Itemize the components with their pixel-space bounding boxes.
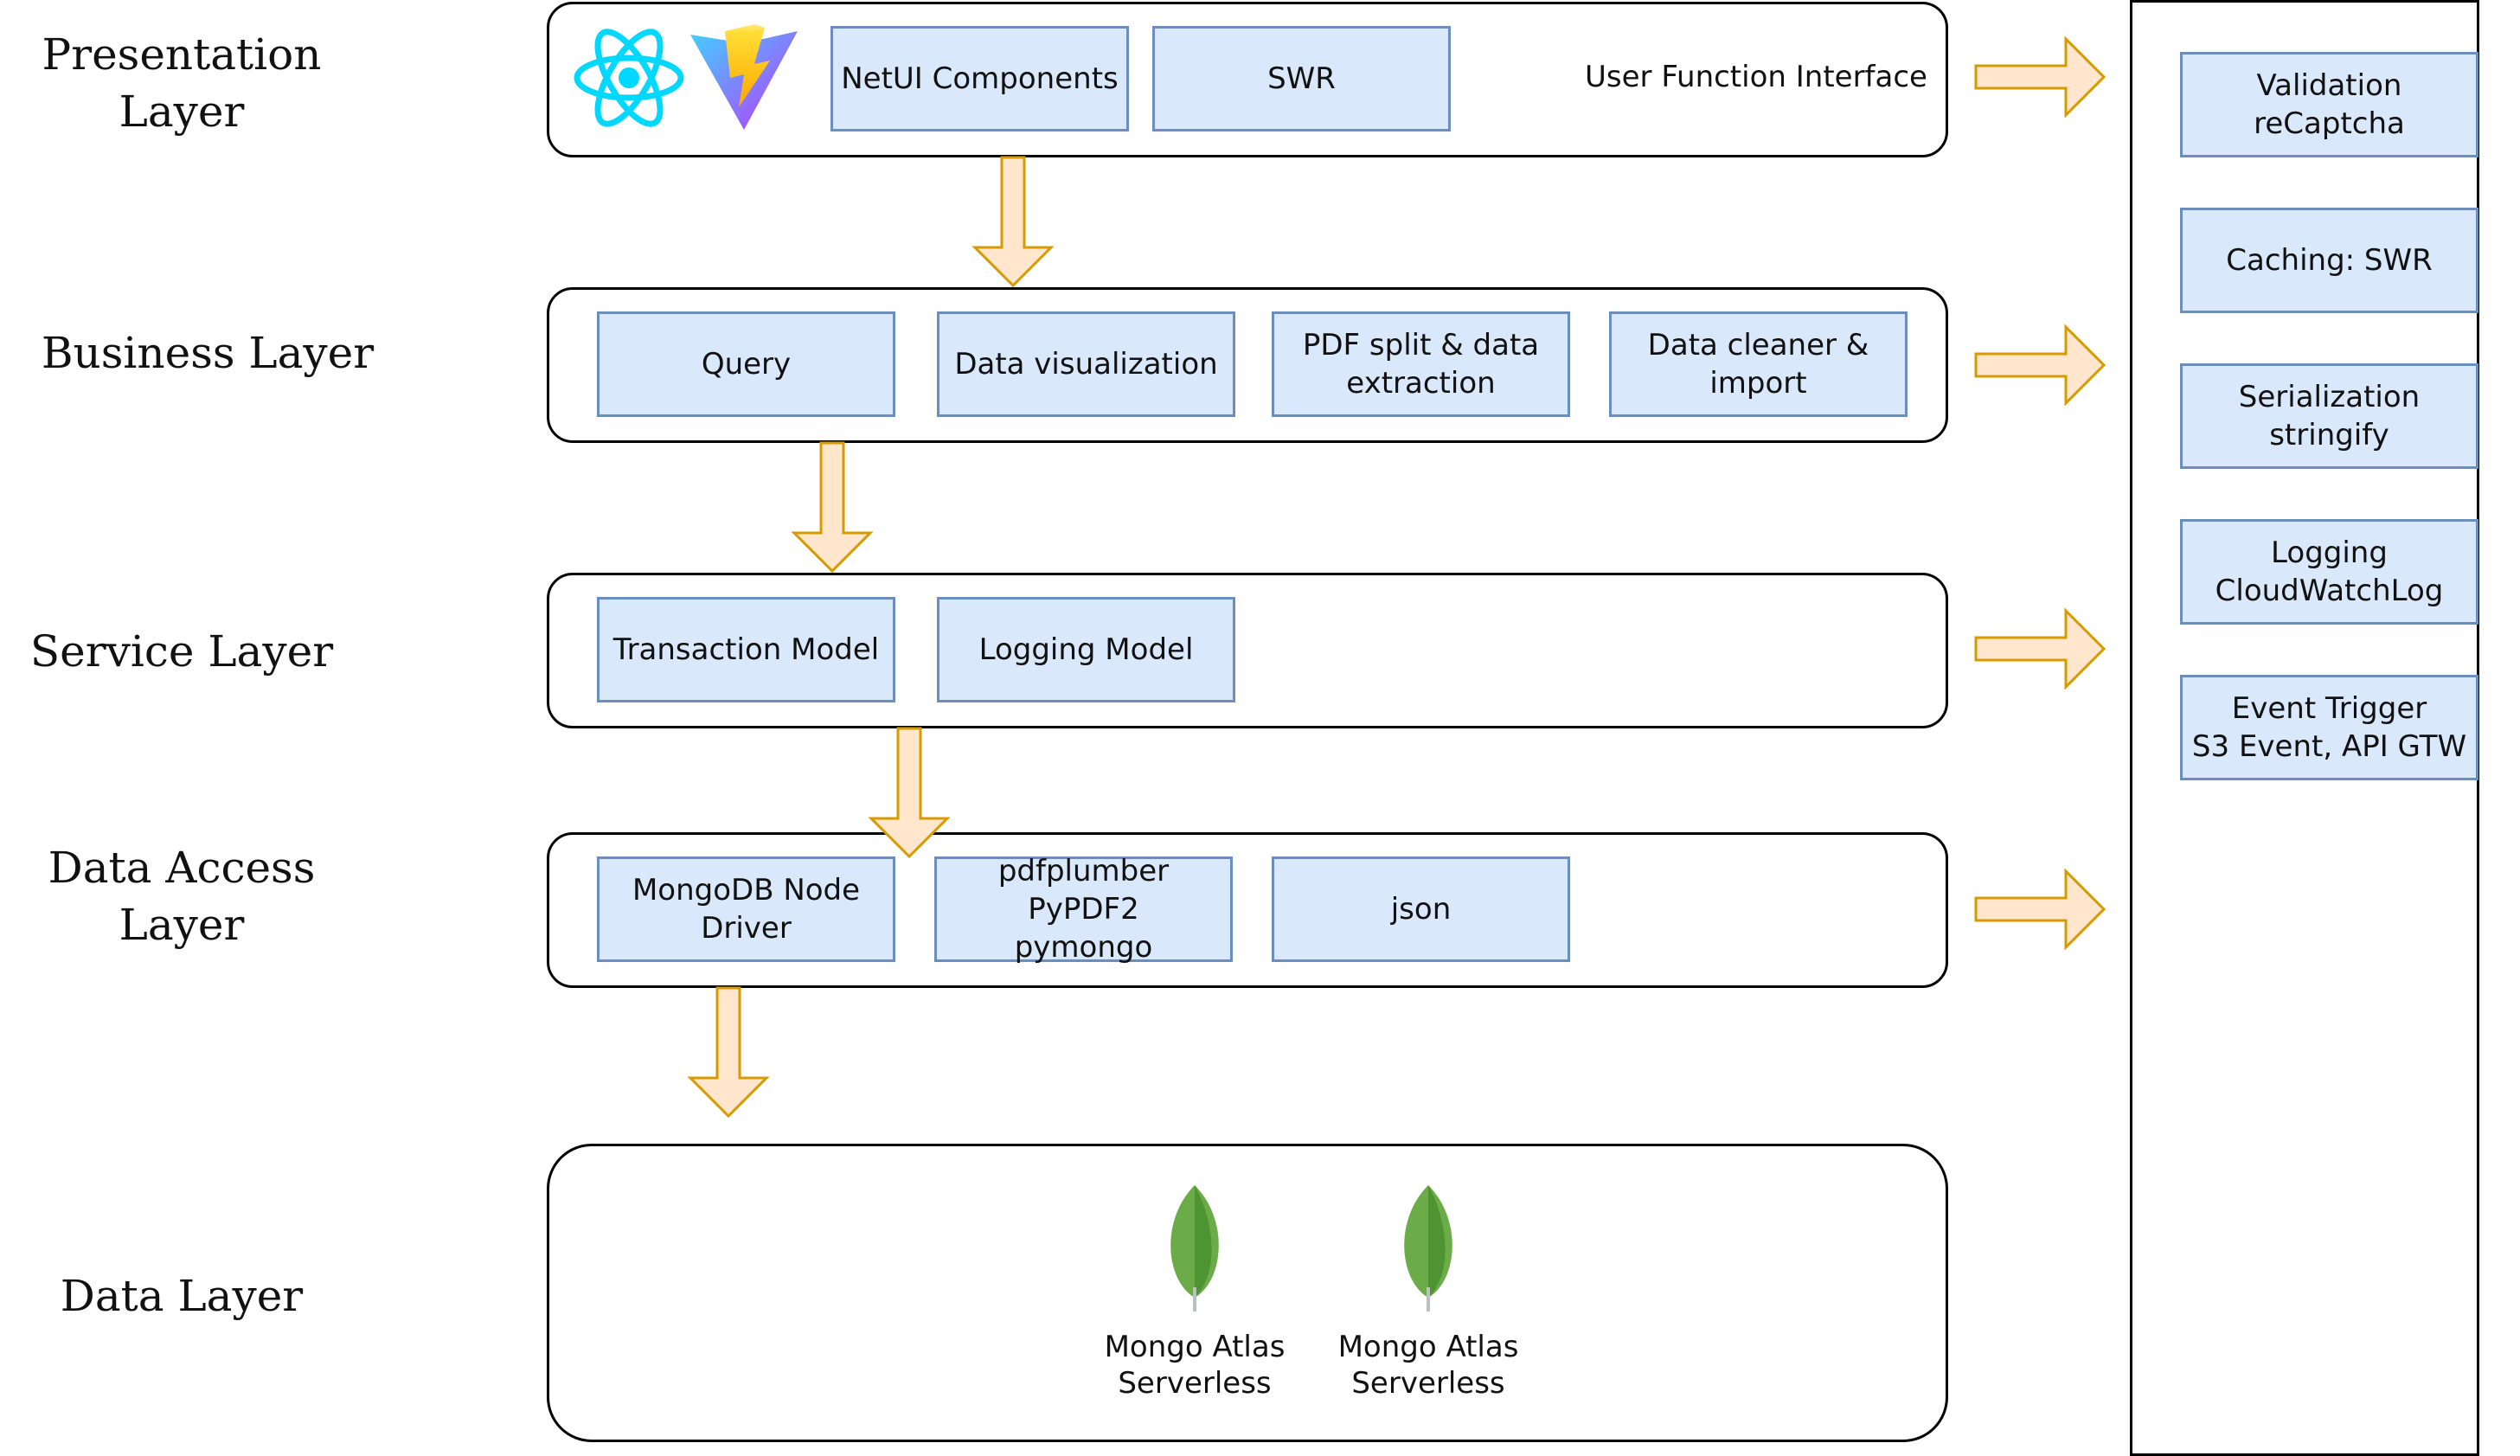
- down-arrow-data-access-to-data: [687, 986, 770, 1119]
- event-trigger-box: Event Trigger S3 Event, API GTW: [2180, 675, 2478, 780]
- caching-swr-box: Caching: SWR: [2180, 208, 2478, 313]
- right-arrow-service: [1974, 607, 2106, 690]
- mongodb-node-driver-box: MongoDB Node Driver: [597, 856, 895, 962]
- transaction-model-box: Transaction Model: [597, 597, 895, 702]
- data-cleaner-import-box: Data cleaner & import: [1609, 311, 1908, 417]
- data-layer-label: Data Layer: [60, 1271, 304, 1321]
- down-arrow-presentation-to-business: [971, 156, 1055, 288]
- serialization-stringify-box: Serialization stringify: [2180, 363, 2478, 469]
- python-libs-box: pdfplumber PyPDF2 pymongo: [934, 854, 1233, 965]
- data-access-layer-label: Data Access Layer: [48, 843, 316, 950]
- mongo-atlas-label-2: Mongo Atlas Serverless: [1337, 1330, 1519, 1401]
- service-layer-label: Service Layer: [29, 626, 334, 677]
- logging-cloudwatchlog-box: Logging CloudWatchLog: [2180, 519, 2478, 625]
- validation-recaptcha-box: Validation reCaptcha: [2180, 52, 2478, 157]
- right-arrow-presentation: [1974, 35, 2106, 119]
- swr-box: SWR: [1152, 26, 1451, 131]
- user-function-interface-label: User Function Interface: [1585, 60, 1927, 94]
- data-visualization-box: Data visualization: [937, 311, 1235, 417]
- netui-components-box: NetUI Components: [830, 26, 1129, 131]
- presentation-layer-label: Presentation Layer: [42, 29, 322, 137]
- business-layer-label: Business Layer: [41, 328, 375, 378]
- mongo-atlas-label-1: Mongo Atlas Serverless: [1104, 1330, 1286, 1401]
- right-arrow-business: [1974, 324, 2106, 407]
- down-arrow-business-to-service: [791, 441, 874, 574]
- data-layer-box: [547, 1144, 1948, 1442]
- query-box: Query: [597, 311, 895, 417]
- logging-model-box: Logging Model: [937, 597, 1235, 702]
- pdf-split-extraction-box: PDF split & data extraction: [1272, 311, 1570, 417]
- json-box: json: [1272, 856, 1570, 962]
- right-arrow-data-access: [1974, 868, 2106, 951]
